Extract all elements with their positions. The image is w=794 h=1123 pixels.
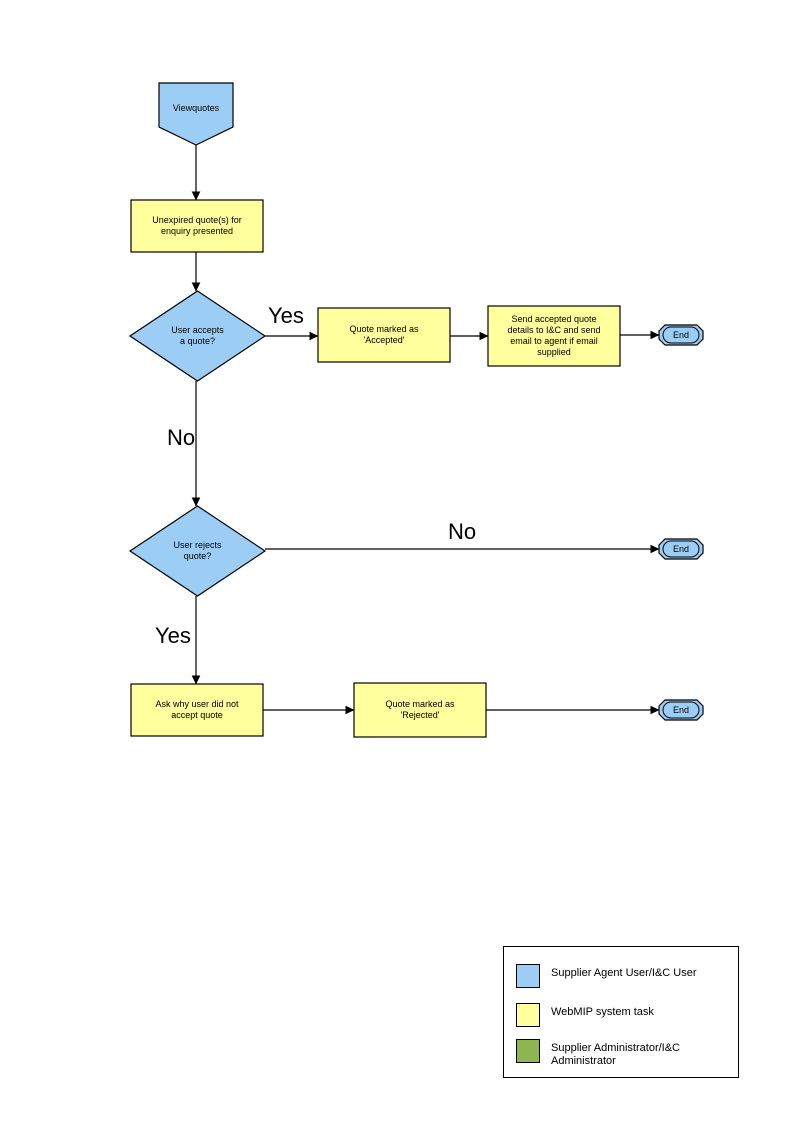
legend-label-supplier-agent-user: Supplier Agent User/I&C User xyxy=(551,967,697,979)
edge-label-no-rejects: No xyxy=(448,519,477,544)
legend-item-supplier-agent-user: Supplier Agent User/I&C User xyxy=(516,964,697,988)
node-ask-why-user-did-not-accept[interactable] xyxy=(130,683,264,737)
legend-swatch-green xyxy=(516,1039,540,1063)
legend-label-webmip-system-task: WebMIP system task xyxy=(551,1006,654,1018)
node-end-terminator-2-label: End xyxy=(672,544,689,554)
node-start-viewquotes[interactable] xyxy=(158,82,234,146)
node-decision-user-rejects[interactable] xyxy=(128,505,267,597)
node-end-terminator-3-label: End xyxy=(672,705,689,715)
node-end-terminator-1-inner xyxy=(662,326,700,344)
node-end-terminator-1-label: End xyxy=(672,330,689,340)
legend-label-supplier-administrator: Supplier Administrator/I&C Administrator xyxy=(551,1042,680,1067)
legend-item-supplier-administrator: Supplier Administrator/I&C Administrator xyxy=(516,1039,680,1068)
legend: Supplier Agent User/I&C User WebMIP syst… xyxy=(503,946,739,1078)
node-end-terminator-2-inner xyxy=(662,540,700,558)
edge-label-yes-rejects: Yes xyxy=(155,623,191,648)
node-unexpired-quotes[interactable] xyxy=(130,199,264,253)
legend-swatch-yellow xyxy=(516,1003,540,1027)
legend-swatch-blue xyxy=(516,964,540,988)
node-quote-marked-rejected[interactable] xyxy=(353,682,487,738)
node-decision-user-accepts[interactable] xyxy=(128,290,267,382)
edge-label-no-accepts: No xyxy=(167,425,196,450)
node-end-terminator-3-inner xyxy=(662,701,700,719)
node-send-accepted-quote-details[interactable] xyxy=(487,305,621,367)
legend-item-webmip-system-task: WebMIP system task xyxy=(516,1003,654,1027)
node-quote-marked-accepted[interactable] xyxy=(317,307,451,363)
edge-label-yes-accepts: Yes xyxy=(268,303,304,328)
